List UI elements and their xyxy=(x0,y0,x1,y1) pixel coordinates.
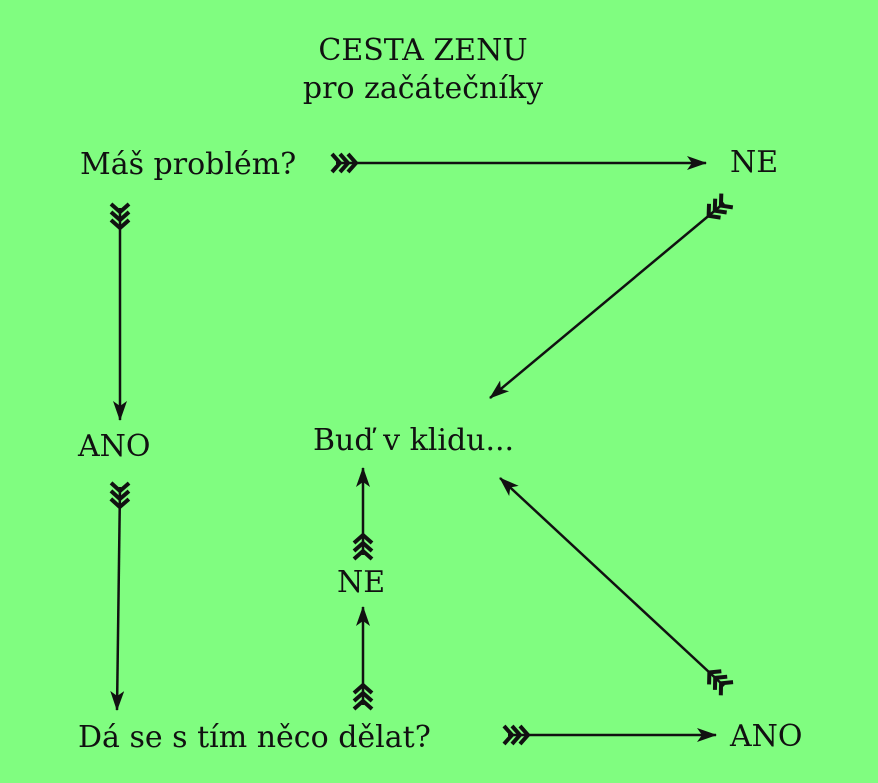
arrow-line xyxy=(110,486,125,711)
arrow-fletching-icon xyxy=(706,203,721,220)
arrow-fletching-icon xyxy=(712,674,728,690)
arrow-fletching-icon xyxy=(109,210,131,223)
arrow-fletching-icon xyxy=(518,724,531,746)
arrow-problem-to-yes xyxy=(109,202,131,421)
title: CESTA ZENU xyxy=(318,33,527,68)
arrow-line xyxy=(499,477,725,687)
arrow-problem-to-no xyxy=(330,152,707,174)
arrow-fletching-icon xyxy=(330,152,343,174)
question-can-do: Dá se s tím něco dělat? xyxy=(78,720,431,755)
arrow-fletching-icon xyxy=(109,481,131,494)
arrow-fletching-icon xyxy=(707,669,722,685)
subtitle: pro začátečníky xyxy=(303,71,543,106)
answer-no-top: NE xyxy=(730,145,778,180)
arrow-fletching-icon xyxy=(109,202,131,215)
arrow-line xyxy=(489,202,725,399)
arrow-fletching-icon xyxy=(352,540,374,553)
arrow-fletching-icon xyxy=(109,489,131,502)
arrow-question-to-yes xyxy=(502,724,717,746)
arrow-fletching-icon xyxy=(338,152,351,174)
arrow-yes-to-question xyxy=(109,481,131,711)
arrow-fletching-icon xyxy=(109,218,131,231)
arrow-fletching-icon xyxy=(718,193,734,210)
arrow-fletching-icon xyxy=(718,680,734,696)
stay-calm: Buď v klidu... xyxy=(313,423,514,458)
arrow-fletching-icon xyxy=(352,682,374,695)
question-problem: Máš problém? xyxy=(80,147,296,182)
arrow-no-to-calm-middle xyxy=(352,467,374,561)
arrow-fletching-icon xyxy=(346,152,359,174)
arrow-fletching-icon xyxy=(109,497,131,510)
arrow-fletching-icon xyxy=(352,548,374,561)
arrow-fletching-icon xyxy=(510,724,523,746)
arrow-fletching-icon xyxy=(712,198,727,215)
arrow-fletching-icon xyxy=(352,690,374,703)
arrow-fletching-icon xyxy=(502,724,515,746)
answer-no-middle: NE xyxy=(337,565,385,600)
answer-yes-bottom: ANO xyxy=(729,719,803,754)
arrow-question-to-no xyxy=(352,606,374,711)
arrow-fletching-icon xyxy=(352,532,374,545)
arrow-no-to-calm xyxy=(489,193,734,399)
answer-yes-left: ANO xyxy=(77,429,151,464)
arrow-fletching-icon xyxy=(352,698,374,711)
arrow-yes-to-calm xyxy=(499,477,734,696)
